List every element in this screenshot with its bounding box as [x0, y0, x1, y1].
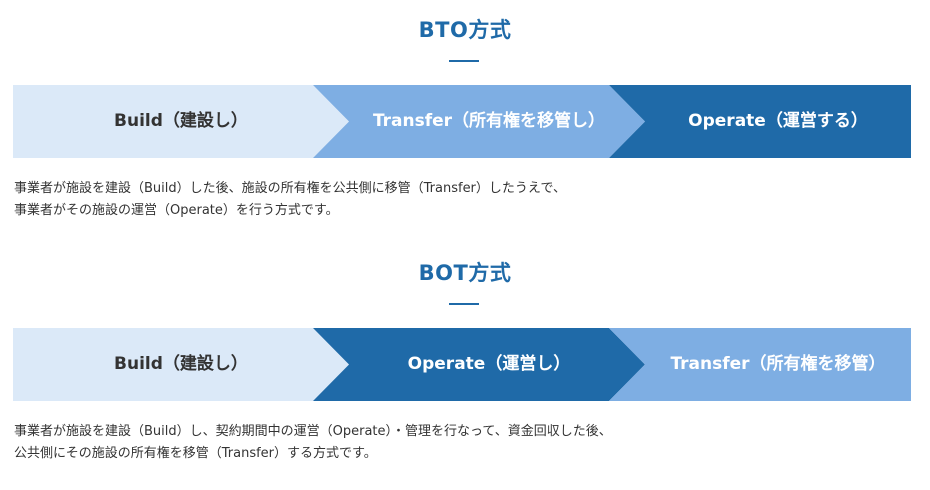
section-title: BTO方式 — [418, 18, 512, 42]
step-1-shape — [13, 328, 349, 401]
step-1-shape — [13, 85, 349, 158]
title-underline — [449, 303, 479, 305]
step-2-label: Transfer（所有権を移管し） — [372, 111, 606, 131]
step-2-shape — [313, 328, 645, 401]
description-line: 公共側にその施設の所有権を移管（Transfer）する方式です。 — [14, 446, 377, 461]
step-2-shape — [313, 85, 645, 158]
step-2-label: Operate（運営し） — [407, 354, 571, 374]
step-3-shape — [609, 328, 911, 401]
description-line: 事業者が施設を建設（Build）し、契約期間中の運営（Operate）・管理を行… — [14, 424, 612, 439]
step-3-shape — [609, 85, 911, 158]
step-3-label: Transfer（所有権を移管） — [670, 354, 886, 374]
step-1-label: Build（建設し） — [114, 111, 248, 131]
section-description: 事業者が施設を建設（Build）し、契約期間中の運営（Operate）・管理を行… — [14, 421, 612, 465]
title-underline — [449, 60, 479, 62]
section-description: 事業者が施設を建設（Build）した後、施設の所有権を公共側に移管（Transf… — [14, 178, 566, 222]
process-flow: Build（建設し） Transfer（所有権を移管し） Operate（運営す… — [13, 85, 911, 158]
description-line: 事業者がその施設の運営（Operate）を行う方式です。 — [14, 203, 339, 218]
process-flow: Build（建設し） Operate（運営し） Transfer（所有権を移管） — [13, 328, 911, 401]
description-line: 事業者が施設を建設（Build）した後、施設の所有権を公共側に移管（Transf… — [14, 181, 566, 196]
step-1-label: Build（建設し） — [114, 354, 248, 374]
section-title: BOT方式 — [418, 261, 512, 285]
step-3-label: Operate（運営する） — [688, 111, 868, 131]
